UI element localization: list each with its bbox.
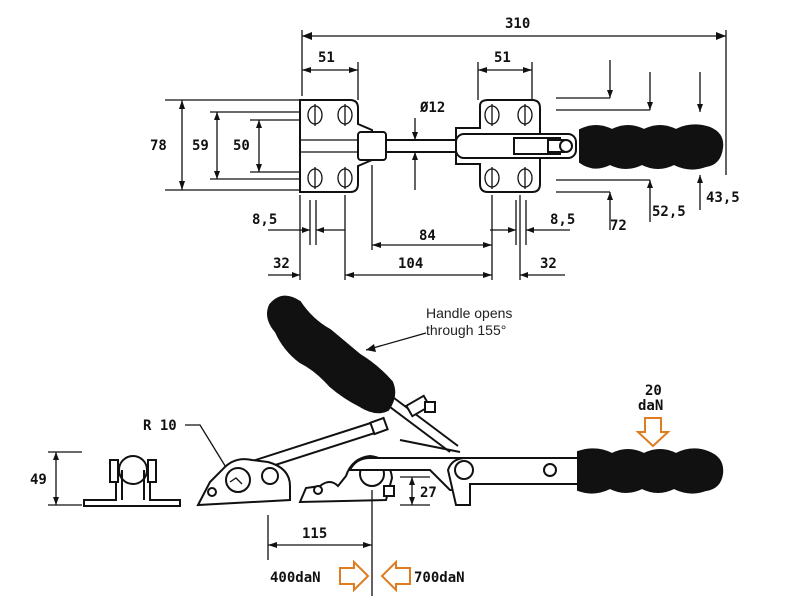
top-view: 310 51 51 78 59 50 — [150, 16, 740, 280]
handle-note-line2: through 155° — [426, 322, 506, 338]
hold-force-right: 700daN — [414, 570, 465, 586]
dim-50: 50 — [233, 138, 250, 154]
handle-force-unit: daN — [638, 398, 663, 414]
handle-force-arrow — [635, 417, 671, 448]
handle-note-line1: Handle opens — [426, 305, 512, 321]
dim-8-5-right: 8,5 — [550, 212, 575, 228]
hold-force-arrow-left — [339, 559, 370, 593]
dim-32-left: 32 — [273, 256, 290, 272]
dim-78: 78 — [150, 138, 167, 154]
dim-51-left: 51 — [318, 50, 335, 66]
dim-84: 84 — [419, 228, 436, 244]
dim-52-5: 52,5 — [652, 204, 686, 220]
hold-force-left: 400daN — [270, 570, 321, 586]
dim-27: 27 — [420, 485, 437, 501]
handle-grip-open — [267, 295, 396, 414]
end-fixture: 49 — [30, 451, 181, 507]
dim-51-right: 51 — [494, 50, 511, 66]
handle-force-value: 20 — [645, 383, 662, 399]
dim-49: 49 — [30, 472, 47, 488]
side-view: Handle opens through 155° 49 — [30, 295, 724, 596]
dim-115: 115 — [302, 526, 327, 542]
dim-32-right: 32 — [540, 256, 557, 272]
dim-72: 72 — [610, 218, 627, 234]
dim-310: 310 — [505, 16, 530, 32]
handle-grip-closed — [577, 448, 724, 494]
clamp-rod — [385, 139, 457, 153]
dim-59: 59 — [192, 138, 209, 154]
right-base-plate — [455, 99, 577, 193]
dim-8-5-left: 8,5 — [252, 212, 277, 228]
link-arm — [348, 457, 471, 491]
rod-arm-open — [239, 419, 381, 466]
hold-force-arrow-right — [380, 559, 411, 593]
dim-rod-diameter: Ø12 — [419, 100, 445, 116]
left-base-plate — [299, 99, 387, 193]
dim-43-5: 43,5 — [706, 190, 740, 206]
dim-r10: R 10 — [143, 418, 177, 434]
hook-base-left — [196, 458, 291, 507]
dim-104: 104 — [398, 256, 423, 272]
handle-arm-open — [377, 397, 451, 453]
handle-grip-top — [579, 124, 724, 170]
